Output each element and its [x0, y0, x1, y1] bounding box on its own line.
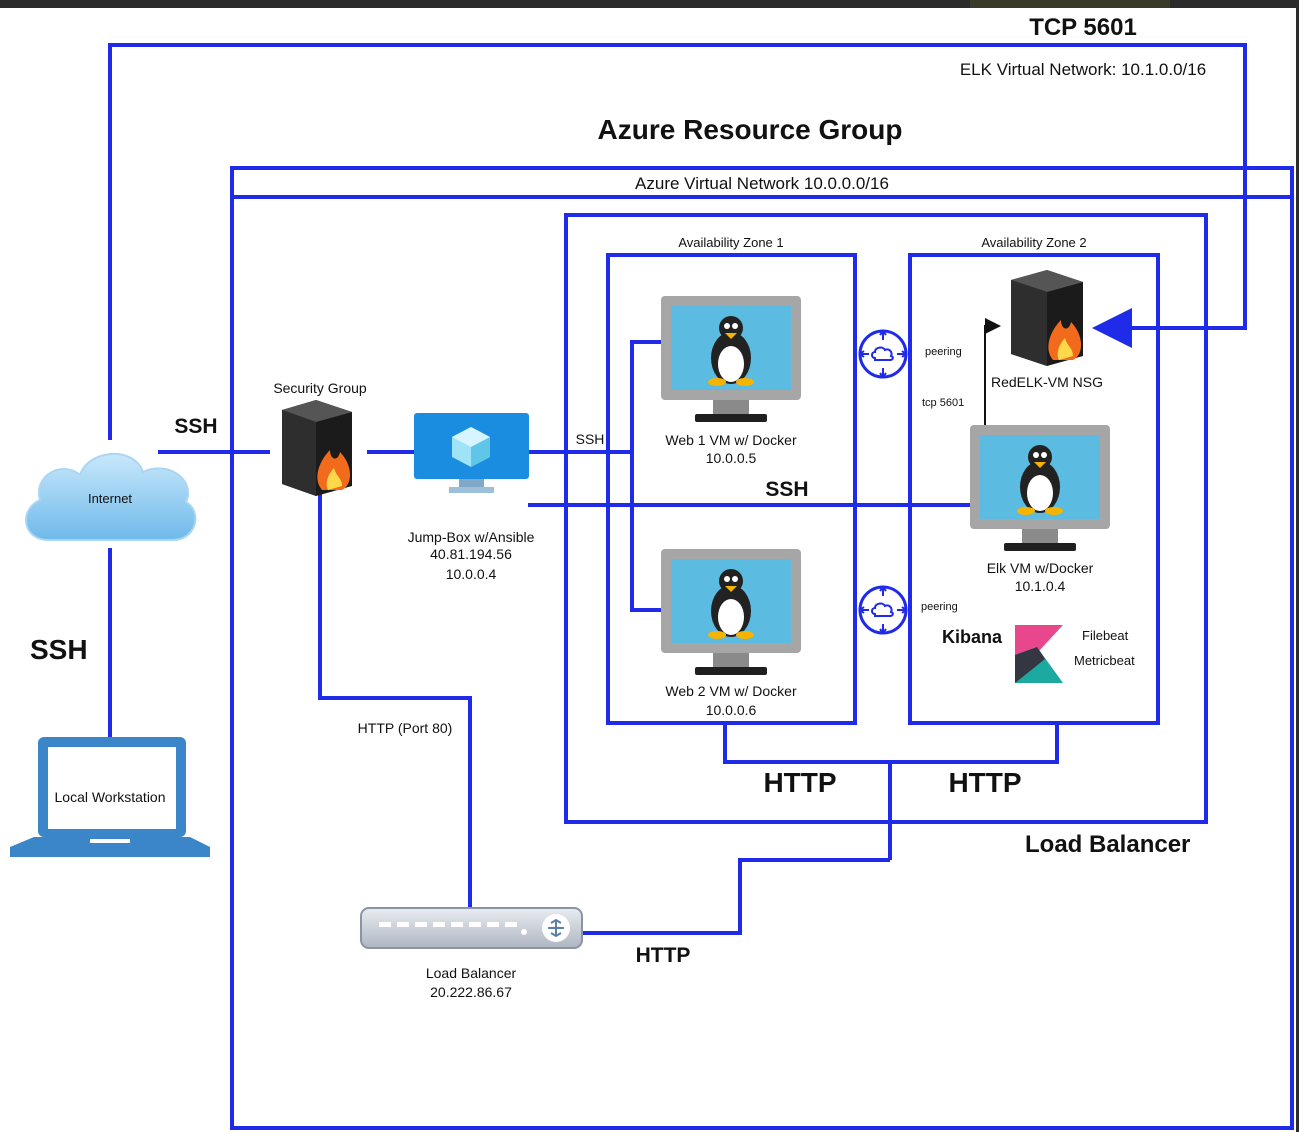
web2-ip: 10.0.0.6	[705, 702, 757, 718]
metricbeat-label: Metricbeat	[1074, 653, 1135, 668]
router-icon	[858, 329, 908, 379]
elk-ip: 10.1.0.4	[1014, 578, 1066, 594]
cloud-icon	[25, 452, 197, 541]
jumpbox-ip1: 40.81.194.56	[430, 546, 512, 562]
window-top-bar	[0, 0, 1299, 8]
resource-group-title: Azure Resource Group	[597, 114, 903, 145]
jumpbox-name: Jump-Box w/Ansible	[407, 529, 535, 545]
web1-name: Web 1 VM w/ Docker	[665, 432, 797, 448]
ssh-jump-label: SSH	[575, 431, 605, 447]
firewall-icon	[282, 400, 352, 496]
zone2-boundary	[908, 253, 1160, 725]
load-balancer-zone-label: Load Balancer	[1025, 831, 1191, 858]
linux-monitor-icon-web2	[661, 549, 801, 675]
http-port-label: HTTP (Port 80)	[357, 720, 453, 736]
ssh-mid-label: SSH	[765, 478, 809, 501]
window-right-edge	[1296, 0, 1299, 1132]
jumpbox-ip2: 10.0.0.4	[445, 566, 497, 582]
elk-network-line	[108, 43, 1247, 440]
web1-ip: 10.0.0.5	[705, 450, 757, 466]
http-lb-label: HTTP	[635, 944, 691, 967]
web2-name: Web 2 VM w/ Docker	[665, 683, 797, 699]
peering-label-1: peering	[925, 346, 962, 358]
load-balancer-icon	[360, 907, 583, 949]
ssh-left-label: SSH	[30, 634, 88, 665]
kibana-label: Kibana	[942, 627, 1003, 647]
redelk-nsg-label: RedELK-VM NSG	[990, 374, 1104, 390]
http-label-2: HTTP	[948, 767, 1022, 798]
inner-boundary	[564, 213, 1208, 824]
ssh-internet-label: SSH	[174, 415, 218, 438]
kibana-logo-icon	[1015, 625, 1063, 683]
laptop-icon	[10, 737, 210, 857]
tcp5601-small-label: tcp 5601	[922, 397, 965, 409]
elk-vnet-label: ELK Virtual Network: 10.1.0.0/16	[959, 60, 1207, 79]
zone1-label: Availability Zone 1	[678, 235, 784, 250]
linux-monitor-icon-web1	[661, 296, 801, 422]
azure-vnet-boundary	[230, 166, 1294, 1130]
router-icon-2	[858, 585, 908, 635]
security-group-label: Security Group	[273, 380, 367, 396]
tcp-5601-label: TCP 5601	[1029, 14, 1137, 41]
zone2-label: Availability Zone 2	[981, 235, 1087, 250]
vm-monitor-icon	[414, 413, 529, 493]
elk-name: Elk VM w/Docker	[986, 560, 1094, 576]
zone1-boundary	[606, 253, 857, 725]
azure-vnet-label: Azure Virtual Network 10.0.0.0/16	[635, 174, 889, 193]
load-balancer-ip: 20.222.86.67	[430, 984, 512, 1000]
http-label-1: HTTP	[763, 767, 837, 798]
filebeat-label: Filebeat	[1082, 628, 1129, 643]
load-balancer-name: Load Balancer	[425, 965, 517, 981]
local-workstation-label: Local Workstation	[54, 789, 166, 805]
linux-monitor-icon-elk	[970, 425, 1110, 551]
peering-label-2: peering	[921, 601, 958, 613]
firewall-icon-redelk	[1011, 270, 1083, 366]
internet-label: Internet	[87, 491, 133, 506]
